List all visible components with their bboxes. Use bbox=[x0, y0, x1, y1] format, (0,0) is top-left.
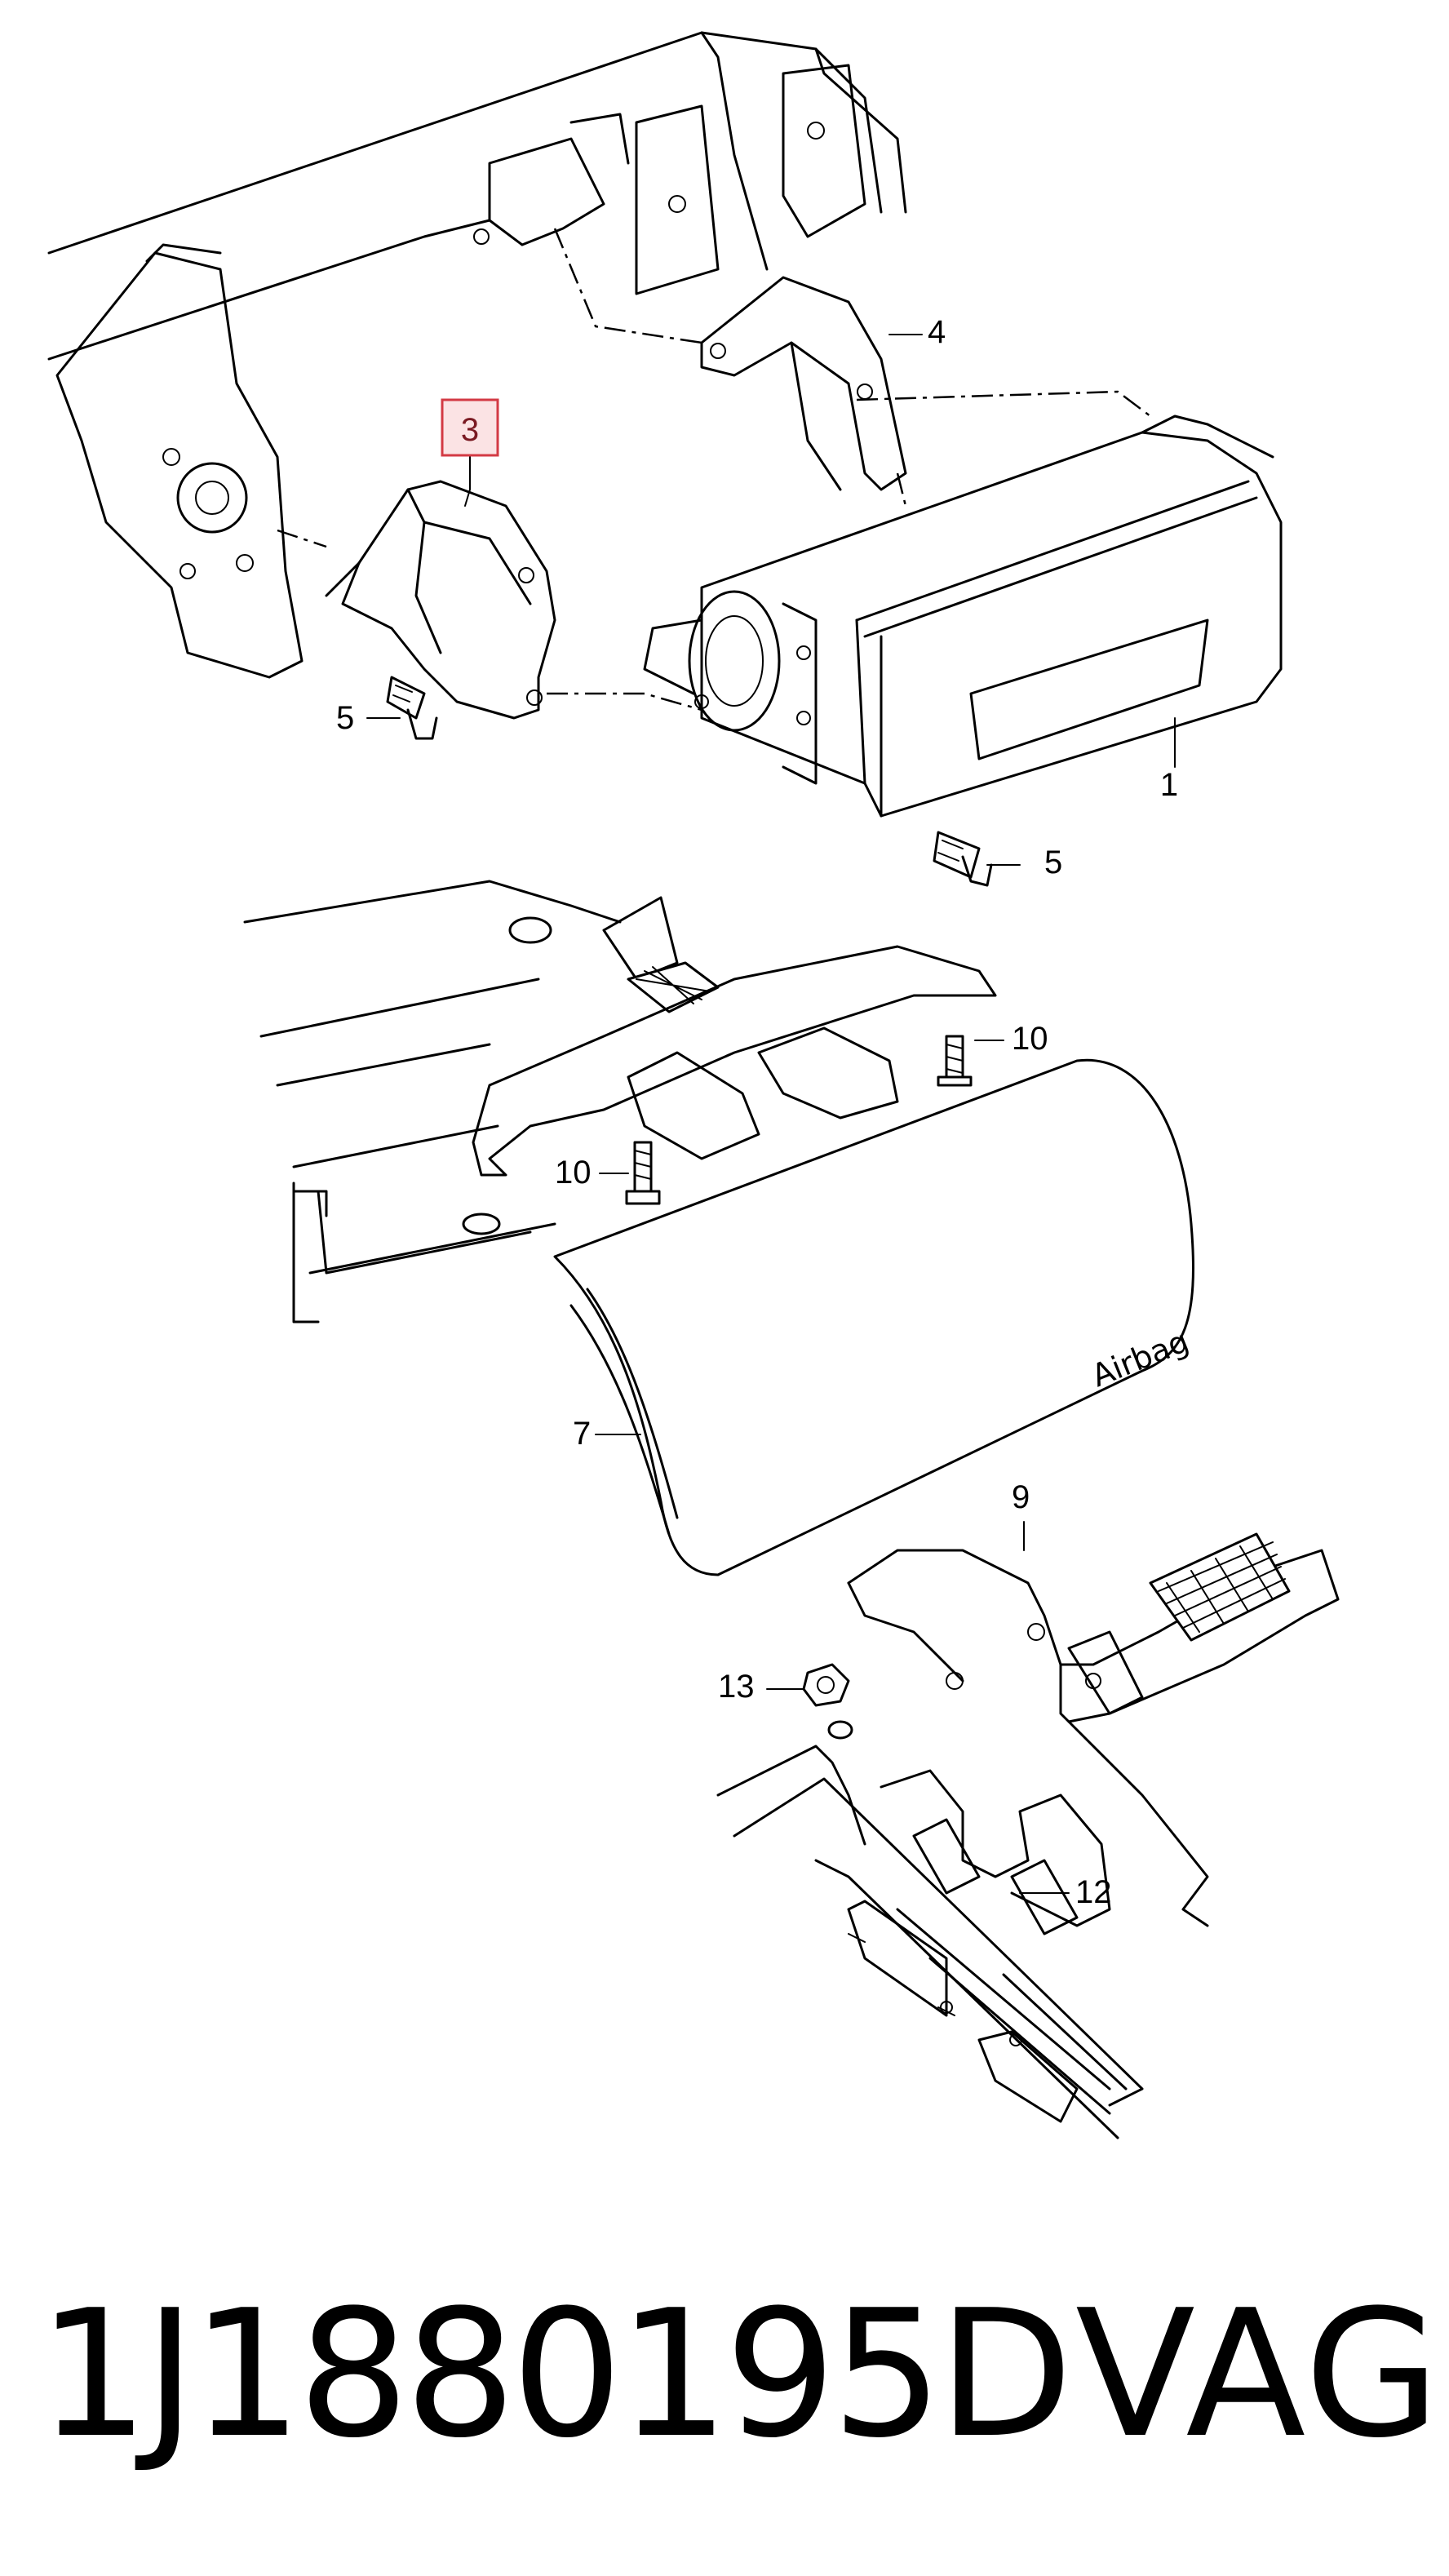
brand-name: VAG bbox=[1075, 2272, 1442, 2476]
left-side-bracket bbox=[55, 243, 304, 679]
callout-12: 12 bbox=[1075, 1874, 1112, 1910]
airbag-retaining-bracket bbox=[472, 896, 997, 1177]
screw-part-5-right bbox=[933, 831, 993, 887]
dashboard-panel bbox=[243, 880, 622, 1323]
callout-1: 1 bbox=[1160, 767, 1178, 803]
airbag-cover-part-7 bbox=[553, 1058, 1194, 1576]
callout-5-left: 5 bbox=[336, 700, 354, 736]
screw-part-10-upper bbox=[937, 1035, 973, 1087]
screw-part-10-lower bbox=[625, 1141, 661, 1205]
exploded-parts-diagram: 3 1 4 5 5 10 10 7 9 13 12 Airbag bbox=[47, 31, 1340, 2139]
airbag-bracket-part-3 bbox=[325, 480, 556, 720]
screw-part-5-left bbox=[386, 676, 438, 740]
mounting-bracket-part-4 bbox=[700, 276, 907, 491]
callout-10-lower: 10 bbox=[555, 1155, 592, 1190]
callout-5-right: 5 bbox=[1044, 845, 1062, 880]
part-number: 1J1880195D bbox=[38, 2272, 1073, 2476]
lower-bracket-part-9 bbox=[847, 1532, 1340, 1927]
nut-part-13 bbox=[802, 1663, 853, 1740]
assembly-lines-top bbox=[277, 228, 1151, 712]
callout-9: 9 bbox=[1012, 1479, 1030, 1515]
callout-13: 13 bbox=[718, 1669, 755, 1705]
callout-7: 7 bbox=[573, 1416, 591, 1452]
callout-box-3-highlight bbox=[441, 398, 499, 457]
passenger-airbag-unit-part-1 bbox=[643, 415, 1283, 818]
callout-10-upper: 10 bbox=[1012, 1021, 1048, 1057]
callout-3: 3 bbox=[461, 412, 479, 448]
lower-dashboard-panel bbox=[716, 1745, 1144, 2139]
part-info-footer: 1J1880195D VAG bbox=[0, 2260, 1449, 2489]
dashboard-cross-member bbox=[47, 31, 907, 361]
support-straps bbox=[880, 1769, 1111, 1935]
callout-4: 4 bbox=[928, 314, 946, 350]
